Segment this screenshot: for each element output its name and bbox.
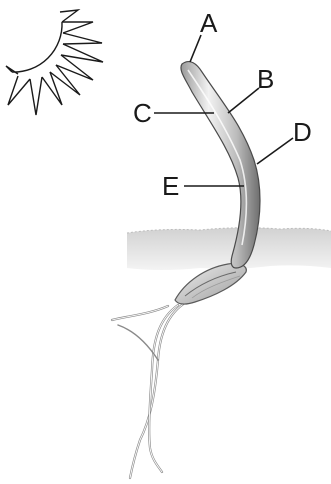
label-b: B xyxy=(257,66,274,92)
roots xyxy=(112,300,190,478)
label-a: A xyxy=(200,10,217,36)
leader-line-b xyxy=(228,88,259,113)
label-d: D xyxy=(293,119,312,145)
sun-icon xyxy=(6,10,103,115)
label-e: E xyxy=(162,173,179,199)
leader-line-a xyxy=(190,35,201,62)
leader-line-d xyxy=(257,138,293,164)
label-c: C xyxy=(133,100,152,126)
seed xyxy=(175,263,246,304)
